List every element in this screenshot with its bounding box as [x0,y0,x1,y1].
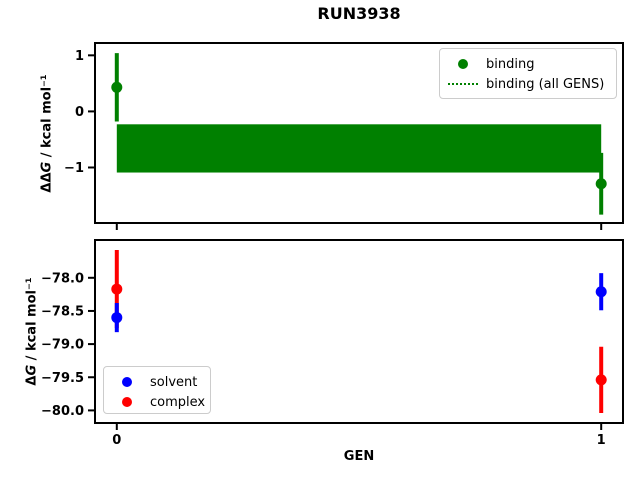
ylabel-dg-variable: G [24,364,40,376]
legend-swatch [447,83,479,85]
y-tick-label: −1 [64,161,84,176]
legend-entry-binding: binding [447,54,609,74]
y-tick-label: −80.0 [41,404,84,419]
y-tick-label: −78.0 [41,271,84,286]
binding-marker-icon [458,59,468,69]
marker-solvent-gen1 [595,286,607,298]
legend-dg: solvent complex [103,366,211,414]
marker-binding-gen1 [595,178,607,190]
legend-swatch [111,397,143,407]
y-tick-label: −79.5 [41,371,84,386]
marker-solvent-gen0 [111,312,123,324]
legend-swatch [447,59,479,69]
legend-label: complex [150,394,206,410]
marker-complex-gen0 [111,283,123,295]
legend-entry-complex: complex [111,392,206,412]
x-tick-label: 0 [112,433,121,448]
legend-swatch [111,377,143,387]
axes-frame-ddg-vs-gen [94,42,624,224]
legend-entry-binding-all-gens: binding (all GENS) [447,74,609,94]
ylabel-ddg-symbol: ΔΔ [39,172,55,193]
ylabel-ddg: ΔΔG / kcal mol⁻¹ [40,34,57,234]
legend-binding: binding binding (all GENS) [439,48,617,99]
x-tick-label: 1 [597,433,606,448]
marker-complex-gen1 [595,374,607,386]
axes-frame-dg-vs-gen [94,239,624,424]
ylabel-ddg-units: / kcal mol⁻¹ [39,74,55,162]
binding-all-gens-dotted-line-icon [448,83,478,85]
legend-label: binding [486,56,535,72]
ylabel-dg-units: / kcal mol⁻¹ [24,277,40,365]
ylabel-dg-symbol: Δ [24,375,40,386]
y-tick-label: −78.5 [41,304,84,319]
ylabel-dg: ΔG / kcal mol⁻¹ [25,232,42,432]
legend-label: binding (all GENS) [486,76,605,92]
y-tick-label: 1 [75,49,84,64]
y-tick-label: 0 [75,105,84,120]
xlabel-gen: GEN [343,449,375,464]
band-binding-all-gens [116,124,602,173]
chart-title: RUN3938 [317,4,401,23]
legend-entry-solvent: solvent [111,372,203,392]
legend-label: solvent [150,374,198,390]
y-tick-label: −79.0 [41,338,84,353]
marker-binding-gen0 [111,81,123,93]
solvent-marker-icon [122,377,132,387]
complex-marker-icon [122,397,132,407]
ylabel-ddg-variable: G [39,161,55,173]
